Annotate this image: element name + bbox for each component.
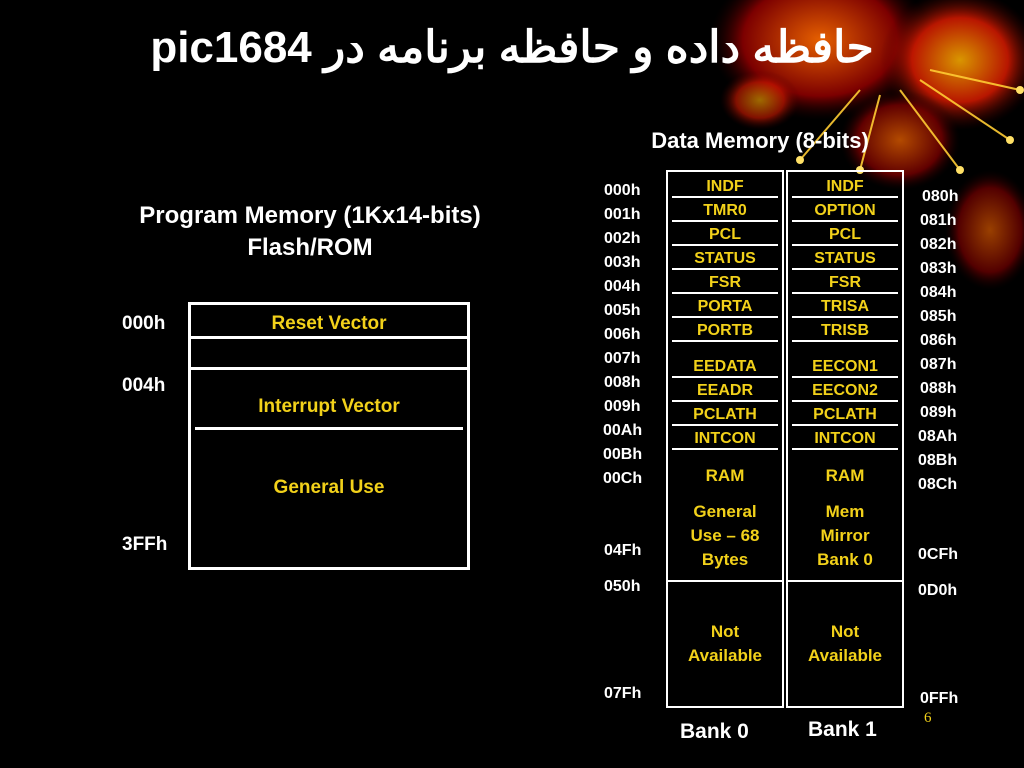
register-cell: EECON1 xyxy=(792,358,898,378)
pm-divider xyxy=(195,427,463,430)
register-cell: INDF xyxy=(792,178,898,198)
bank1-address: 089h xyxy=(920,404,957,421)
pm-address-000h: 000h xyxy=(122,313,166,334)
bank0-address: 003h xyxy=(604,254,641,271)
register-cell: PCLATH xyxy=(792,406,898,426)
bank0-address: 000h xyxy=(604,182,641,199)
register-cell: TMR0 xyxy=(672,202,778,222)
bank0-address: 004h xyxy=(604,278,641,295)
ram-desc-line: Use – 68 xyxy=(690,526,760,545)
bank0-address: 00Ah xyxy=(603,422,643,439)
interrupt-vector-label: Interrupt Vector xyxy=(258,396,400,417)
bank1-address: 08Ch xyxy=(918,476,958,493)
register-cell: EEADR xyxy=(672,382,778,402)
ram-label: RAM xyxy=(825,466,865,485)
register-cell: STATUS xyxy=(792,250,898,270)
pm-address-3ffh: 3FFh xyxy=(122,534,168,555)
bank1-divider xyxy=(788,580,902,582)
bank1-address: 08Bh xyxy=(918,452,958,469)
register-cell: EEDATA xyxy=(672,358,778,378)
register-cell: PORTA xyxy=(672,298,778,318)
bank0-address: 005h xyxy=(604,302,641,319)
bank1-address: 084h xyxy=(920,284,957,301)
bank1-address: 0CFh xyxy=(918,546,958,563)
reset-vector-label: Reset Vector xyxy=(271,313,387,334)
program-memory-heading-line1: Program Memory (1Kx14-bits) xyxy=(139,202,481,229)
bank0-address: 008h xyxy=(604,374,641,391)
bank0-address: 007h xyxy=(604,350,641,367)
pm-divider xyxy=(191,367,467,370)
ram-label: RAM xyxy=(705,466,745,485)
program-memory-box: Reset Vector Interrupt Vector General Us… xyxy=(188,302,470,570)
not-available-line: Available xyxy=(807,646,883,665)
bank1-address: 0FFh xyxy=(920,690,959,707)
register-cell: FSR xyxy=(672,274,778,294)
register-cell: PCL xyxy=(672,226,778,246)
title-chip-name: pic1684 xyxy=(150,23,312,72)
bank0-address: 050h xyxy=(604,578,641,595)
data-memory-heading: Data Memory (8-bits) xyxy=(651,128,869,153)
bank0-address: 001h xyxy=(604,206,641,223)
bank0-address: 002h xyxy=(604,230,641,247)
register-cell: TRISA xyxy=(792,298,898,318)
bank1-address: 085h xyxy=(920,308,957,325)
ram-desc-line: Mirror xyxy=(820,526,870,545)
page-title: حافظه داده و حافظه برنامه در pic1684 xyxy=(0,22,1024,73)
register-cell: INDF xyxy=(672,178,778,198)
bank1-label: Bank 1 xyxy=(808,718,877,741)
bank0-column: INDF TMR0 PCL STATUS FSR PORTA PORTB EED… xyxy=(666,170,784,708)
program-memory-heading: Program Memory (1Kx14-bits) Flash/ROM xyxy=(100,200,520,264)
bank0-label: Bank 0 xyxy=(680,720,749,743)
bank1-address: 088h xyxy=(920,380,957,397)
title-persian-text: حافظه داده و حافظه برنامه در xyxy=(324,23,874,72)
register-cell: EECON2 xyxy=(792,382,898,402)
not-available-line: Not xyxy=(710,622,740,641)
bank1-address: 081h xyxy=(920,212,957,229)
bank1-address: 086h xyxy=(920,332,957,349)
ram-desc-line: Bytes xyxy=(701,550,749,569)
bank1-address: 082h xyxy=(920,236,957,253)
program-memory-heading-line2: Flash/ROM xyxy=(247,234,373,261)
pm-divider xyxy=(191,336,467,339)
register-cell: STATUS xyxy=(672,250,778,270)
register-cell: PCLATH xyxy=(672,406,778,426)
page-number: 6 xyxy=(924,710,932,726)
register-cell: TRISB xyxy=(792,322,898,342)
bank0-address: 07Fh xyxy=(604,685,642,702)
register-cell: INTCON xyxy=(792,430,898,450)
bank1-address: 087h xyxy=(920,356,957,373)
register-cell: PORTB xyxy=(672,322,778,342)
bank1-column: INDF OPTION PCL STATUS FSR TRISA TRISB E… xyxy=(786,170,904,708)
ram-desc-line: General xyxy=(693,502,757,521)
register-cell: INTCON xyxy=(672,430,778,450)
bank0-address: 04Fh xyxy=(604,542,642,559)
bank0-address: 00Bh xyxy=(603,446,643,463)
ram-desc-line: Bank 0 xyxy=(817,550,873,569)
not-available-line: Not xyxy=(830,622,860,641)
bank1-address: 080h xyxy=(922,188,959,205)
bank1-address: 08Ah xyxy=(918,428,958,445)
bank1-address: 0D0h xyxy=(918,582,958,599)
bank0-address: 006h xyxy=(604,326,641,343)
not-available-line: Available xyxy=(687,646,763,665)
register-cell: PCL xyxy=(792,226,898,246)
bank0-address: 009h xyxy=(604,398,641,415)
bank1-address: 083h xyxy=(920,260,957,277)
bank0-divider xyxy=(668,580,782,582)
register-cell: FSR xyxy=(792,274,898,294)
ram-desc-line: Mem xyxy=(825,502,865,521)
general-use-label: General Use xyxy=(273,477,385,498)
pm-address-004h: 004h xyxy=(122,375,166,396)
register-cell: OPTION xyxy=(792,202,898,222)
bank0-address: 00Ch xyxy=(603,470,643,487)
